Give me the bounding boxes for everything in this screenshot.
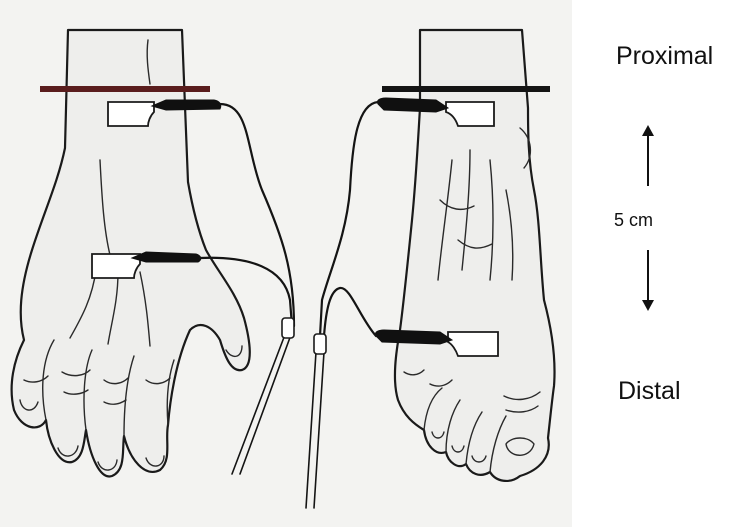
distal-label: Distal xyxy=(618,377,681,406)
foot-cable-connector xyxy=(314,334,326,354)
proximal-label: Proximal xyxy=(616,42,713,71)
distance-label: 5 cm xyxy=(614,210,653,231)
hand-proximal-electrode xyxy=(108,102,154,126)
hand-distal-clip xyxy=(132,252,201,262)
hand-proximal-clip xyxy=(152,100,221,110)
label-panel xyxy=(572,0,743,527)
foot-distal-clip xyxy=(375,330,452,344)
wrist-band xyxy=(40,86,210,92)
hand-cable-connector xyxy=(282,318,294,338)
ankle-band xyxy=(382,86,550,92)
